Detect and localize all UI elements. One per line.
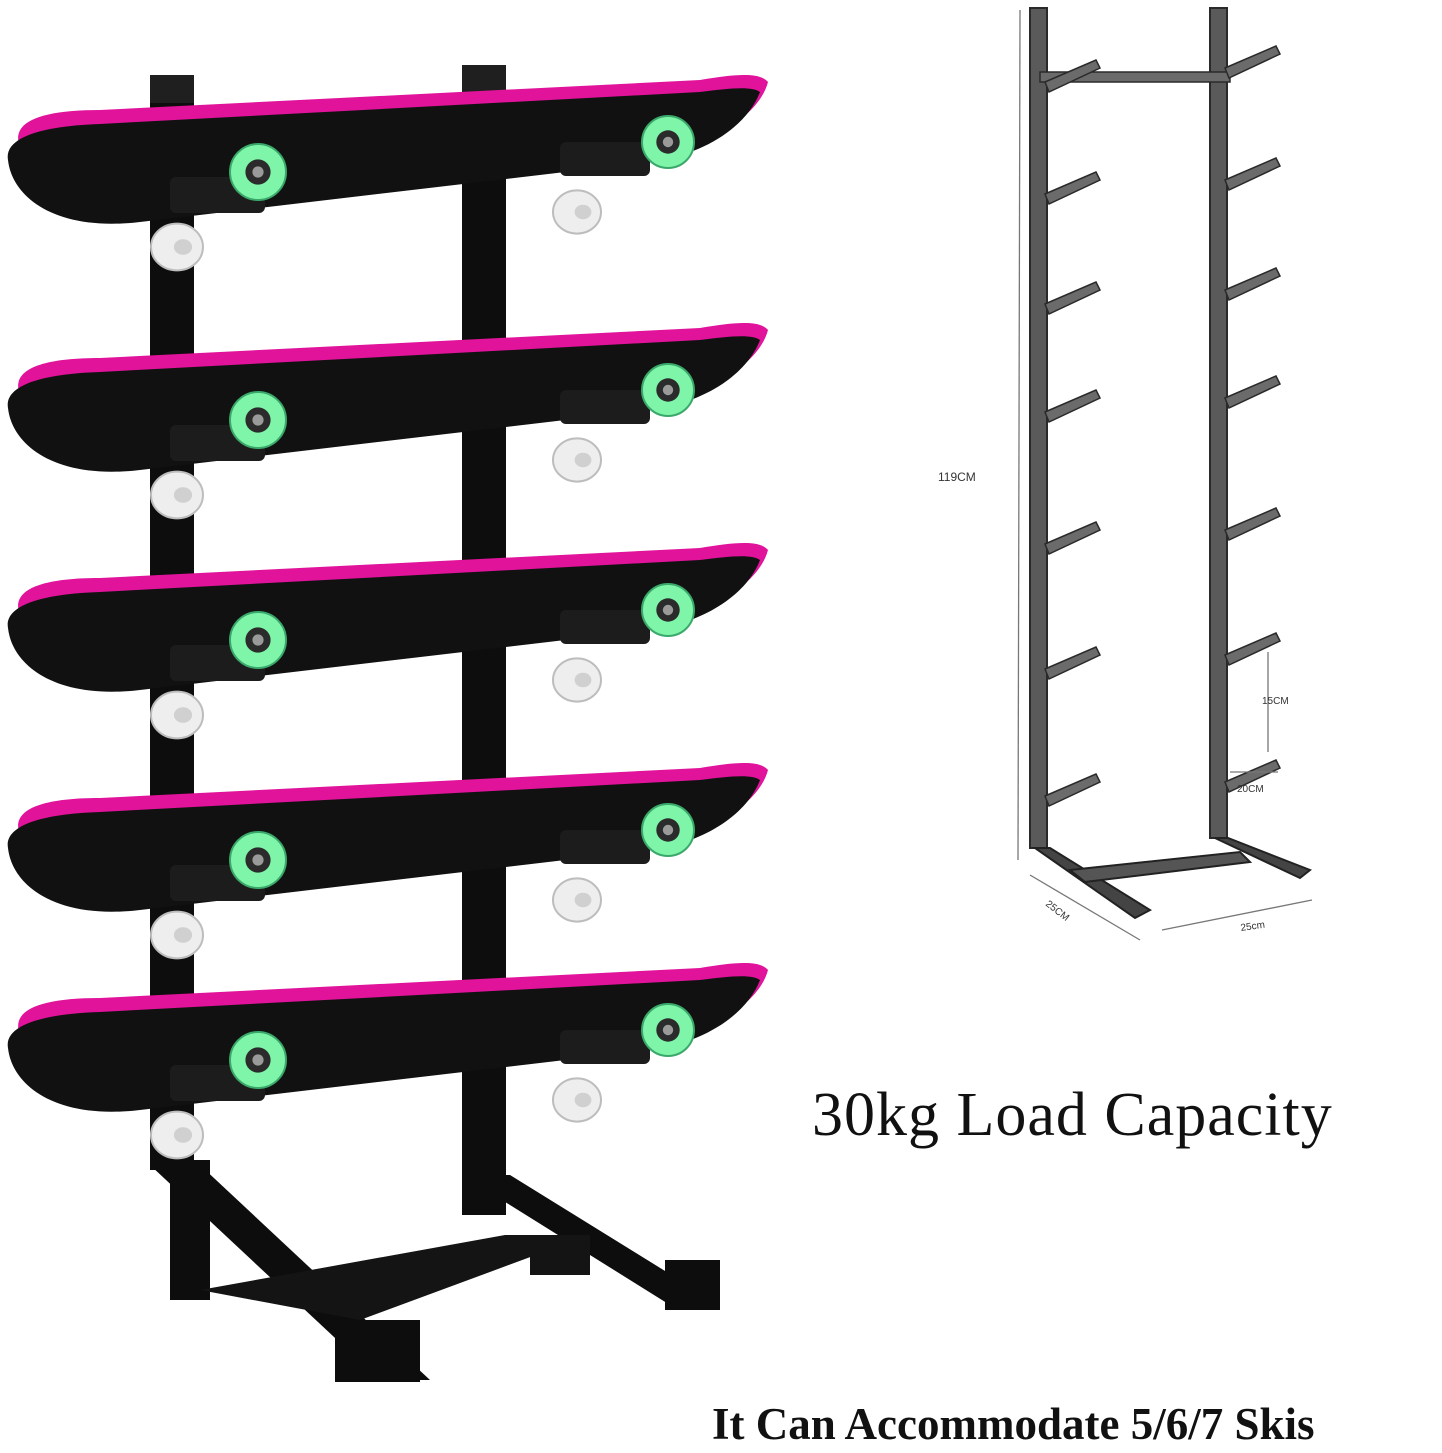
front-wheel <box>229 391 287 449</box>
skateboard <box>7 963 769 1160</box>
front-wheel <box>229 143 287 201</box>
load-capacity-headline: 30kg Load Capacity <box>812 1081 1333 1149</box>
depth-dimension-label: 25CM <box>1043 899 1071 924</box>
skateboard <box>7 75 769 272</box>
capacity-subline: It Can Accommodate 5/6/7 Skis <box>712 1399 1315 1449</box>
diagram-arm-left <box>1044 171 1102 206</box>
back-wheel <box>150 470 204 520</box>
front-wheel <box>641 803 695 857</box>
skateboard-rack-photo <box>7 65 769 1382</box>
rear-truck <box>560 1030 650 1064</box>
diagram-arm-right <box>1224 45 1282 80</box>
diagram-arms <box>1044 45 1282 808</box>
rear-truck <box>560 142 650 176</box>
diagram-arm-right <box>1224 507 1282 542</box>
diagram-arm-right <box>1224 267 1282 302</box>
back-wheel <box>552 189 602 235</box>
rear-truck <box>560 610 650 644</box>
diagram-frame <box>1029 7 1312 920</box>
front-wheel <box>641 583 695 637</box>
back-wheel <box>552 657 602 703</box>
diagram-arm-left <box>1044 281 1102 316</box>
dimension-lines <box>1017 9 1313 941</box>
back-wheel <box>150 910 204 960</box>
skateboard-stack <box>7 75 769 1160</box>
skateboard <box>7 763 769 960</box>
diagram-arm-right <box>1224 759 1282 794</box>
spacing-dimension-label: 15CM <box>1262 696 1289 707</box>
diagram-arm-right <box>1224 375 1282 410</box>
back-wheel <box>150 1110 204 1160</box>
skateboard <box>7 323 769 520</box>
rack-dimension-diagram: 119CM 15CM 20CM 25CM 25cm <box>938 7 1313 941</box>
back-wheel <box>552 1077 602 1123</box>
diagram-arm-left <box>1044 521 1102 556</box>
front-wheel <box>229 611 287 669</box>
rear-truck <box>560 390 650 424</box>
diagram-arm-left <box>1044 59 1102 94</box>
front-wheel <box>641 115 695 169</box>
back-wheel <box>552 437 602 483</box>
front-wheel <box>229 831 287 889</box>
front-wheel <box>229 1031 287 1089</box>
diagram-arm-right <box>1224 157 1282 192</box>
arm-dimension-label: 20CM <box>1237 784 1264 795</box>
diagram-arm-left <box>1044 389 1102 424</box>
height-dimension-label: 119CM <box>938 470 976 484</box>
back-wheel <box>150 690 204 740</box>
diagram-arm-left <box>1044 646 1102 681</box>
back-wheel <box>150 222 204 272</box>
front-wheel <box>641 363 695 417</box>
diagram-arm-right <box>1224 632 1282 667</box>
width-dimension-label: 25cm <box>1240 920 1266 934</box>
diagram-arm-left <box>1044 773 1102 808</box>
skateboard <box>7 543 769 740</box>
front-wheel <box>641 1003 695 1057</box>
rear-truck <box>560 830 650 864</box>
back-wheel <box>552 877 602 923</box>
